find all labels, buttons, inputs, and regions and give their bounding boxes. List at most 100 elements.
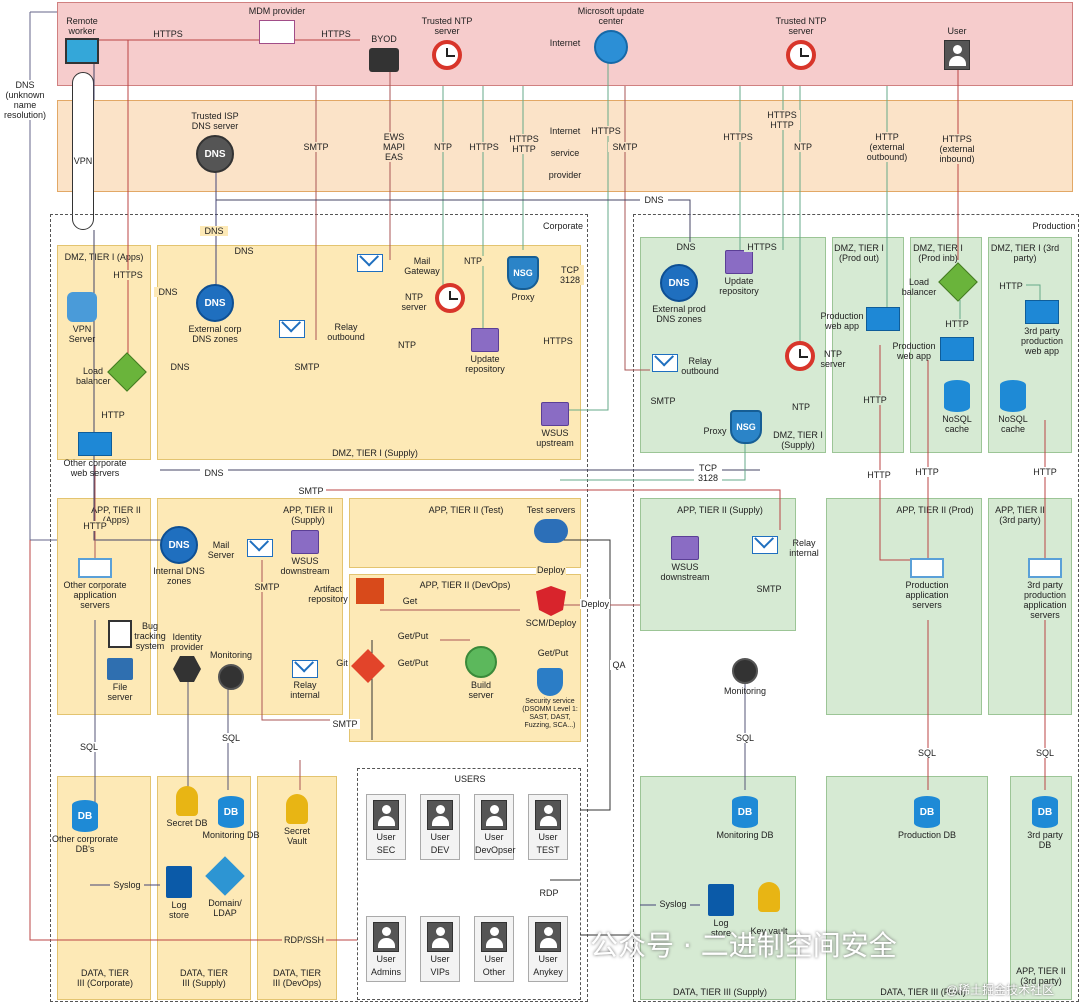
load-balancer-prod[interactable] — [938, 262, 978, 302]
edge-label: Deploy — [580, 599, 610, 609]
user-admins[interactable]: User Admins — [366, 916, 406, 982]
wsus-downstream-prod[interactable]: WSUS downstream — [640, 536, 730, 582]
user-sec[interactable]: User SEC — [366, 794, 406, 860]
user-vips[interactable]: User VIPs — [420, 916, 460, 982]
trusted-ntp-server-1[interactable]: Trusted NTP server — [402, 14, 492, 70]
production-zone — [633, 214, 1079, 1002]
edge-label: HTTPS (external inbound) — [932, 134, 982, 164]
trusted-isp-dns[interactable]: Trusted ISP DNS server DNS — [170, 109, 260, 173]
wsus-upstream-label: WSUS upstream — [536, 428, 574, 448]
web-app-icon — [866, 307, 900, 331]
third-party-web-app[interactable]: 3rd party production web app — [1002, 300, 1080, 356]
security-service[interactable]: Security service (DSOMM Level 1: SAST, D… — [510, 668, 590, 730]
secret-vault[interactable]: Secret Vault — [252, 794, 342, 846]
data-devops-label: DATA, TIER III (DevOps) — [272, 968, 322, 988]
monitoring-db-prod[interactable]: DB Monitoring DB — [700, 796, 790, 840]
production-web-app-inb[interactable] — [932, 337, 982, 361]
ntp-server-prod[interactable] — [770, 341, 830, 371]
third-party-db[interactable]: DB 3rd party DB — [1000, 796, 1080, 850]
production-web-app-out[interactable] — [858, 307, 908, 331]
relay-outbound-corp[interactable] — [262, 320, 322, 338]
bug-tracking-system[interactable] — [100, 620, 140, 648]
wsus-downstream-corp[interactable]: WSUS downstream — [260, 530, 350, 576]
third-party-nosql-cache[interactable]: NoSQL cache — [968, 380, 1058, 434]
package-icon — [671, 536, 699, 560]
mail-server[interactable] — [230, 539, 290, 557]
ext-corp-dns-label: External corp DNS zones — [188, 324, 242, 344]
database-icon: DB — [72, 800, 98, 832]
app-apps-label: APP, TIER II (Apps) — [91, 505, 141, 525]
other-corporate-web-servers[interactable]: Other corporate web servers — [50, 432, 140, 478]
nosql-cache[interactable]: NoSQL cache — [912, 380, 1002, 434]
update-repository-prod[interactable]: Update repository — [694, 250, 784, 296]
key-vault[interactable]: Key vault — [724, 882, 814, 936]
user-top: User — [484, 954, 504, 964]
security-service-label: Security service (DSOMM Level 1: SAST, D… — [522, 698, 578, 729]
dmz-prod-out-label: DMZ, TIER I (Prod out) — [834, 243, 884, 263]
scm-deploy[interactable]: SCM/Deploy — [506, 586, 596, 628]
artifact-repository[interactable] — [330, 578, 410, 604]
other-db-label: Other corprorate DB's — [51, 834, 119, 854]
third-party-app-servers[interactable]: 3rd party production application servers — [1000, 558, 1080, 620]
nosql-cache-label: NoSQL cache — [942, 414, 972, 434]
user-role: VIPs — [430, 967, 450, 977]
test-servers[interactable]: Test servers — [506, 503, 596, 543]
production-app-servers[interactable]: Production application servers — [882, 558, 972, 610]
monitoring-db-corp[interactable]: DB Monitoring DB — [186, 796, 276, 840]
relay-internal-corp[interactable]: Relay internal — [260, 660, 350, 700]
isp-label: Internet service provider — [548, 126, 582, 180]
production-label: Production — [1032, 221, 1076, 231]
secret-db[interactable]: Secret DB — [142, 786, 232, 828]
external-corp-dns[interactable]: DNS External corp DNS zones — [170, 284, 260, 344]
other-corporate-app-servers[interactable]: Other corporate application servers — [50, 558, 140, 610]
user-top: User — [430, 832, 450, 842]
user-devopser[interactable]: User DevOpser — [474, 794, 516, 860]
other-corporate-dbs[interactable]: DB Other corprorate DB's — [40, 800, 130, 854]
checklist-icon — [108, 620, 132, 648]
build-server[interactable]: Build server — [436, 646, 526, 700]
log-store-prod[interactable]: Log store — [676, 884, 766, 938]
monitoring-prod[interactable]: Monitoring — [700, 658, 790, 696]
edge-label: Deploy — [536, 565, 566, 575]
production-db[interactable]: DB Production DB — [882, 796, 972, 840]
user-anykey[interactable]: User Anykey — [528, 916, 568, 982]
relay-outbound-prod[interactable] — [620, 354, 710, 372]
remote-worker[interactable]: Remote worker — [37, 14, 127, 64]
edge-label: HTTP — [912, 467, 942, 477]
ntp-server-corp[interactable] — [420, 283, 480, 313]
file-server[interactable]: File server — [75, 658, 165, 702]
proxy-corp[interactable]: NSG Proxy — [478, 256, 568, 302]
user-dev[interactable]: User DEV — [420, 794, 460, 860]
git[interactable] — [348, 648, 388, 683]
mdm-provider[interactable]: MDM provider — [232, 4, 322, 44]
update-repository-corp[interactable]: Update repository — [440, 328, 530, 374]
mail-gateway[interactable] — [340, 254, 400, 272]
user-role: DevOpser — [475, 845, 516, 855]
identity-provider[interactable]: Identity provider — [142, 630, 232, 682]
proxy-prod[interactable]: NSG — [716, 410, 776, 444]
vpn-server[interactable]: VPN Server — [37, 292, 127, 344]
dns-icon: DNS — [196, 284, 234, 322]
external-prod-dns[interactable]: DNS External prod DNS zones — [634, 264, 724, 324]
internal-dns-zones[interactable]: DNS Internal DNS zones — [134, 526, 224, 586]
byod-label: BYOD — [371, 34, 397, 44]
monitoring-corp[interactable]: Monitoring — [186, 648, 276, 690]
log-store-corp[interactable]: Log store — [134, 866, 224, 920]
wsus-upstream[interactable]: WSUS upstream — [510, 402, 600, 448]
wsus-downstream-corp-label: WSUS downstream — [280, 556, 330, 576]
app-apps-zone — [57, 498, 151, 715]
ntp-corp-label: NTP server — [401, 292, 427, 312]
clock-icon — [432, 40, 462, 70]
byod[interactable]: BYOD — [339, 32, 429, 72]
mail-icon — [247, 539, 273, 557]
edge-label: HTTP — [996, 281, 1026, 291]
user-other[interactable]: User Other — [474, 916, 514, 982]
prod-web-out-label: Production web app — [820, 311, 864, 331]
user-test[interactable]: User TEST — [528, 794, 568, 860]
relay-internal-prod[interactable] — [740, 536, 790, 554]
microsoft-update-center[interactable]: Microsoft update center — [566, 4, 656, 64]
domain-ldap[interactable]: Domain/ LDAP — [180, 856, 270, 918]
prod-app-servers-label: Production application servers — [905, 580, 949, 610]
internet-user[interactable]: User — [912, 24, 1002, 70]
trusted-ntp-server-2[interactable]: Trusted NTP server — [756, 14, 846, 70]
